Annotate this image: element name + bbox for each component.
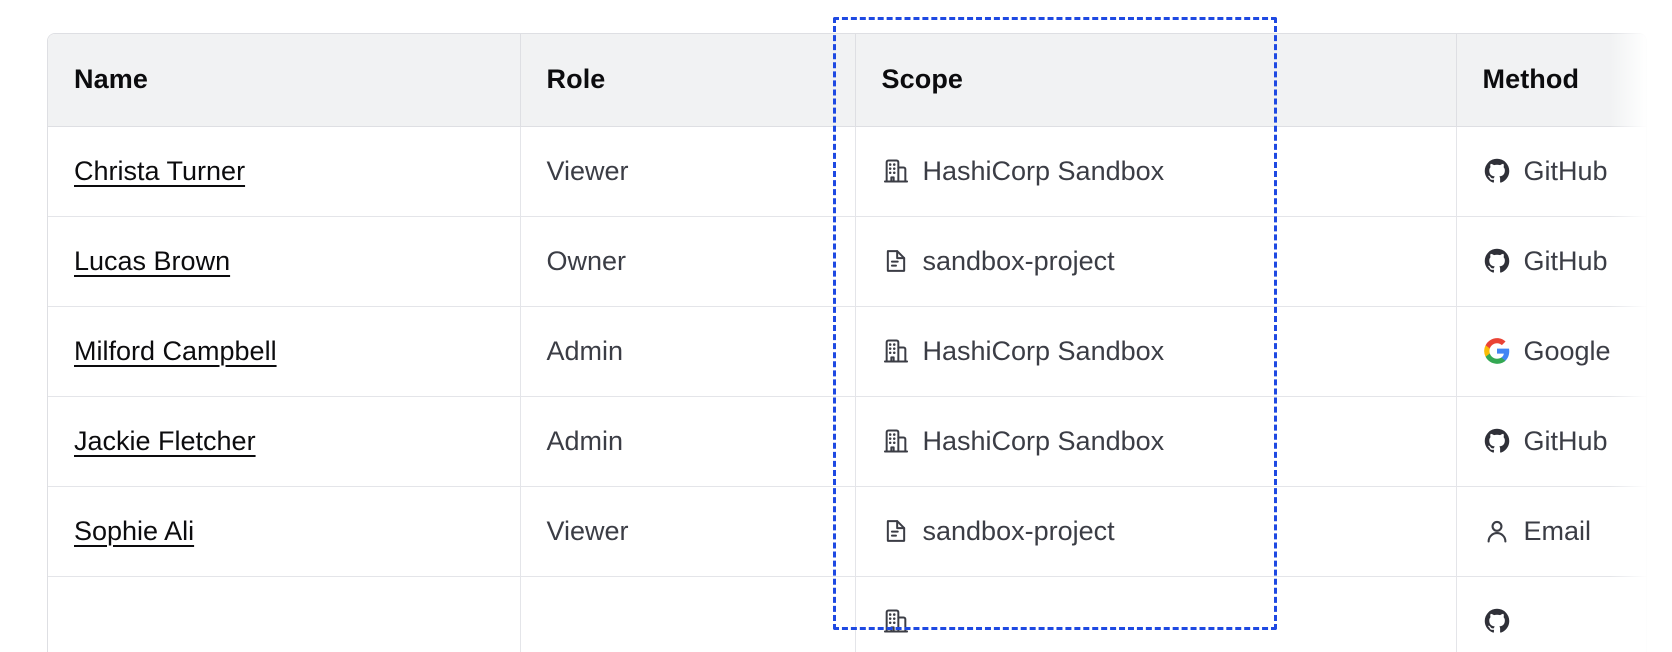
cell-role: Owner	[520, 216, 856, 307]
scope-label: sandbox-project	[922, 245, 1115, 276]
cell-scope: HashiCorp Sandbox	[855, 396, 1457, 487]
cell-scope: HashiCorp Sandbox	[855, 306, 1457, 397]
table-row: Lucas Brown Owner sa	[48, 216, 1646, 307]
user-name-link[interactable]: Christa Turner	[74, 155, 246, 186]
scope-label: HashiCorp Sandbox	[922, 425, 1165, 456]
cell-role: Viewer	[520, 126, 856, 217]
scope-label: HashiCorp Sandbox	[922, 335, 1165, 366]
cell-method: GitHub	[1456, 396, 1646, 487]
cell-method: Email	[1456, 486, 1646, 577]
column-header-scope[interactable]: Scope	[855, 34, 1457, 127]
user-name-link[interactable]: Jackie Fletcher	[74, 425, 256, 456]
method-label: GitHub	[1523, 155, 1608, 186]
cell-name	[48, 576, 521, 652]
organization-icon	[882, 607, 910, 635]
project-file-icon	[882, 247, 910, 275]
cell-name: Milford Campbell	[48, 306, 521, 397]
scope-label: HashiCorp Sandbox	[922, 155, 1165, 186]
cell-method: GitHub	[1456, 216, 1646, 307]
organization-icon	[882, 157, 910, 185]
table-header: Name Role Scope Method	[48, 34, 1646, 127]
cell-method: GitHub	[1456, 126, 1646, 217]
cell-scope: sandbox-project	[855, 486, 1457, 577]
cell-scope: HashiCorp Sandbox	[855, 126, 1457, 217]
cell-name: Christa Turner	[48, 126, 521, 217]
table-body: Christa Turner Viewer	[48, 126, 1646, 652]
cell-name: Sophie Ali	[48, 486, 521, 577]
cell-name: Jackie Fletcher	[48, 396, 521, 487]
cell-scope	[855, 576, 1457, 652]
cell-method: Google	[1456, 306, 1646, 397]
github-icon	[1483, 427, 1511, 455]
organization-icon	[882, 337, 910, 365]
google-icon	[1483, 337, 1511, 365]
table-row: Milford Campbell Admin	[48, 306, 1646, 397]
permissions-table: Name Role Scope Method Christa Turner Vi…	[48, 34, 1646, 652]
organization-icon	[882, 427, 910, 455]
cell-role	[520, 576, 856, 652]
cell-role: Admin	[520, 396, 856, 487]
table-row: Jackie Fletcher Admin	[48, 396, 1646, 487]
cell-role: Admin	[520, 306, 856, 397]
permissions-table-container: Name Role Scope Method Christa Turner Vi…	[47, 33, 1647, 652]
scope-label: sandbox-project	[922, 515, 1115, 546]
github-icon	[1483, 607, 1511, 635]
column-header-name[interactable]: Name	[48, 34, 521, 127]
project-file-icon	[882, 517, 910, 545]
user-name-link[interactable]: Sophie Ali	[74, 515, 195, 546]
method-label: Email	[1523, 515, 1592, 546]
column-header-role[interactable]: Role	[520, 34, 856, 127]
table-row	[48, 576, 1646, 652]
table-row: Sophie Ali Viewer sa	[48, 486, 1646, 577]
cell-method	[1456, 576, 1646, 652]
cell-scope: sandbox-project	[855, 216, 1457, 307]
cell-name: Lucas Brown	[48, 216, 521, 307]
github-icon	[1483, 157, 1511, 185]
method-label: Google	[1523, 335, 1611, 366]
method-label: GitHub	[1523, 425, 1608, 456]
user-icon	[1483, 517, 1511, 545]
cell-role: Viewer	[520, 486, 856, 577]
table-header-row: Name Role Scope Method	[48, 34, 1646, 127]
user-name-link[interactable]: Milford Campbell	[74, 335, 277, 366]
table-row: Christa Turner Viewer	[48, 126, 1646, 217]
column-header-method[interactable]: Method	[1456, 34, 1646, 127]
github-icon	[1483, 247, 1511, 275]
user-name-link[interactable]: Lucas Brown	[74, 245, 231, 276]
method-label: GitHub	[1523, 245, 1608, 276]
